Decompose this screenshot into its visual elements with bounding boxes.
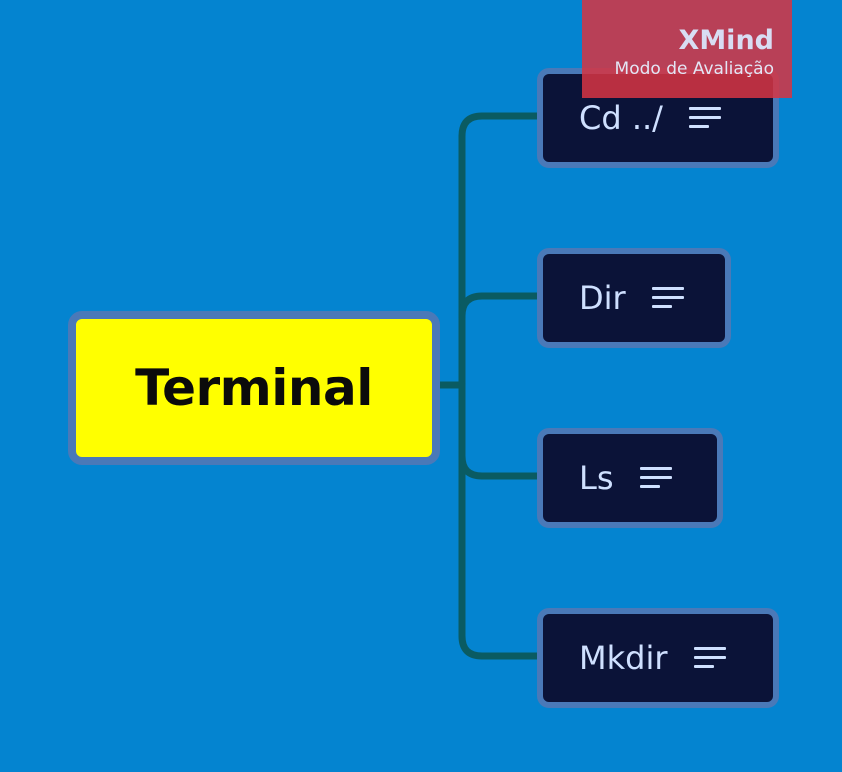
connector-ls	[458, 452, 541, 480]
topic-label: Cd ../	[579, 99, 663, 137]
central-topic[interactable]: Terminal	[68, 311, 440, 465]
topic-label: Ls	[579, 459, 614, 497]
connector-cd	[458, 112, 541, 389]
topic-mkdir[interactable]: Mkdir	[537, 608, 779, 708]
topic-label: Dir	[579, 279, 626, 317]
connector-mkdir	[458, 381, 541, 660]
evaluation-watermark: XMind Modo de Avaliação	[582, 0, 792, 98]
notes-icon[interactable]	[651, 287, 684, 309]
topic-ls[interactable]: Ls	[537, 428, 723, 528]
connector-dir	[458, 292, 541, 320]
watermark-subtitle: Modo de Avaliação	[614, 59, 774, 79]
central-topic-label: Terminal	[135, 359, 373, 417]
watermark-title: XMind	[678, 25, 775, 56]
notes-icon[interactable]	[688, 107, 721, 129]
topic-dir[interactable]: Dir	[537, 248, 731, 348]
notes-icon[interactable]	[639, 467, 672, 489]
notes-icon[interactable]	[693, 647, 726, 669]
topic-label: Mkdir	[579, 639, 668, 677]
